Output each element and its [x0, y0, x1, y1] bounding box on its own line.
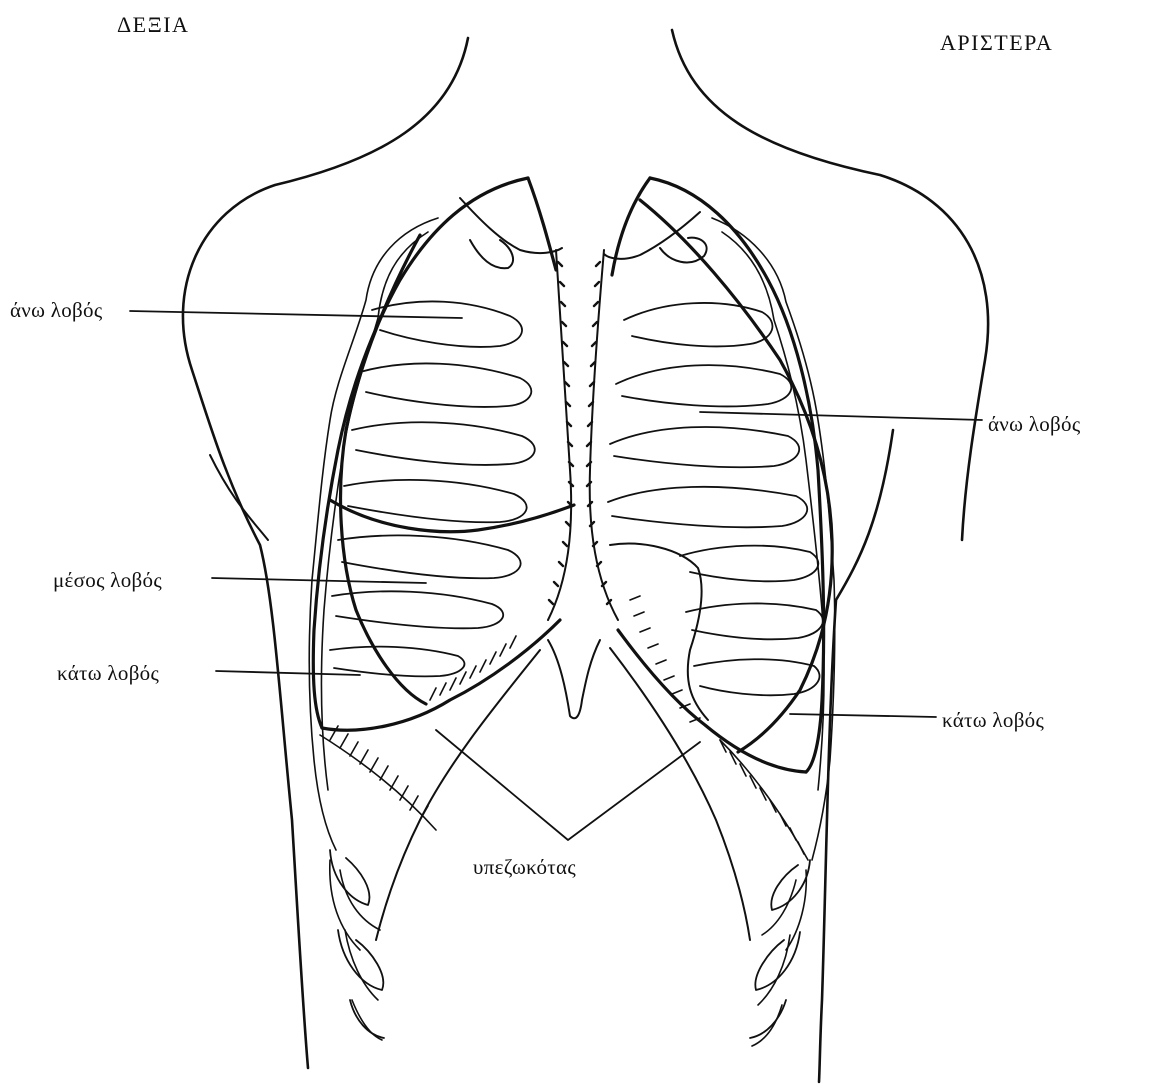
right-upper-lobe-label: άνω λοβός — [10, 300, 102, 321]
torso-outline — [183, 30, 988, 1082]
diaphragm-label: υπεζωκότας — [473, 857, 576, 878]
sternum-column — [548, 250, 618, 620]
heart-outline — [610, 544, 708, 720]
left-lung-outline — [612, 178, 824, 772]
right-horizontal-fissure — [330, 500, 574, 532]
leader-right-lower — [216, 671, 360, 675]
right-middle-lobe-label: μέσος λοβός — [53, 570, 162, 591]
leader-left-lower — [790, 714, 936, 717]
left-ribs — [608, 303, 823, 695]
right-side-label: ΔΕΞΙΑ — [117, 14, 189, 36]
leader-lines — [130, 311, 982, 840]
right-lower-lobe-label: κάτω λοβός — [57, 663, 159, 684]
left-oblique-fissure — [640, 200, 832, 752]
leader-right-upper — [130, 311, 462, 318]
leader-left-upper — [700, 412, 982, 420]
costal-margin — [376, 640, 750, 940]
left-upper-lobe-label: άνω λοβός — [988, 414, 1080, 435]
right-diaphragm-hatch — [320, 636, 516, 830]
leader-diaphragm — [436, 730, 700, 840]
left-side-label: ΑΡΙΣΤΕΡΑ — [940, 32, 1053, 54]
left-lower-lobe-label: κάτω λοβός — [942, 710, 1044, 731]
right-ribcage-edge — [309, 218, 438, 1040]
right-oblique-fissure — [341, 235, 426, 704]
right-ribs — [330, 301, 535, 676]
clavicles — [460, 198, 707, 268]
